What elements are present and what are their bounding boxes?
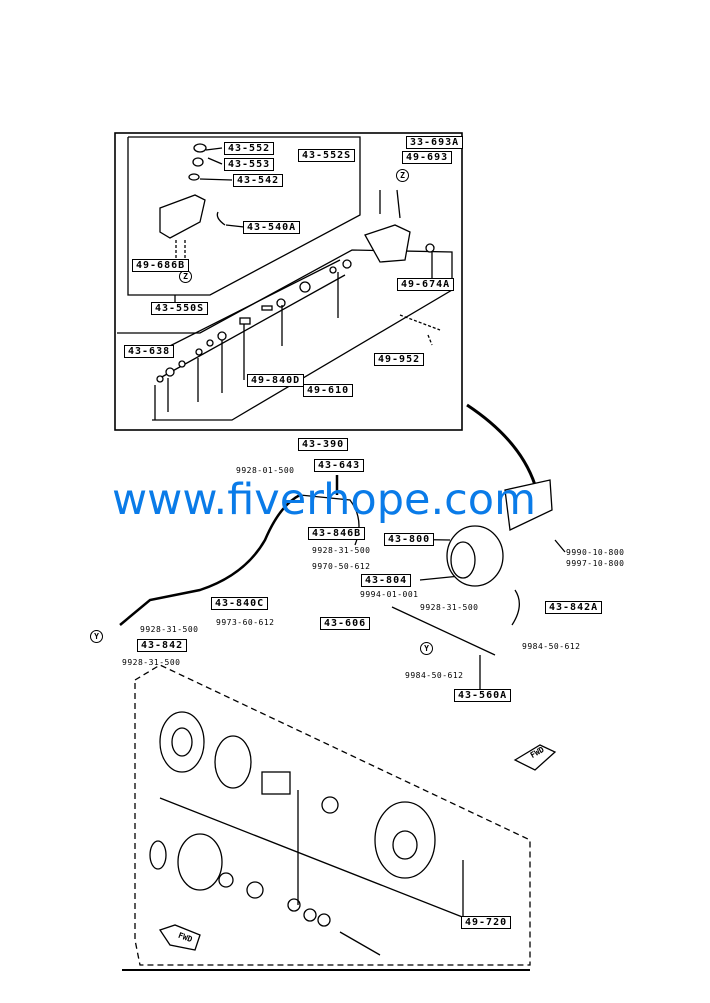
cap-icon	[193, 143, 207, 153]
cylinder-subbox	[117, 249, 453, 421]
fwd-arrow-icon	[158, 924, 201, 951]
callout-43-800[interactable]: 43-800	[384, 533, 435, 546]
callout-49-952[interactable]: 49-952	[374, 353, 425, 366]
booster-kit-region	[134, 664, 531, 966]
callout-43-552[interactable]: 43-552	[224, 142, 275, 155]
part-number: 9928-31-500	[312, 546, 371, 555]
callout-49-610[interactable]: 49-610	[303, 384, 354, 397]
watermark: www.fiverhope.com	[112, 475, 536, 525]
part-number: 9928-31-500	[420, 603, 479, 612]
callout-43-552S[interactable]: 43-552S	[298, 149, 356, 162]
callout-43-842[interactable]: 43-842	[137, 639, 188, 652]
reservoir-assembly-icon	[504, 479, 553, 531]
part-number: 9973-60-612	[216, 618, 275, 627]
part-number: 9990-10-800	[566, 548, 625, 557]
callout-43-840C[interactable]: 43-840C	[211, 597, 269, 610]
callout-43-804[interactable]: 43-804	[361, 574, 412, 587]
fwd-arrow-icon	[513, 744, 557, 771]
callout-49-686B[interactable]: 49-686B	[132, 259, 190, 272]
callout-43-540A[interactable]: 43-540A	[243, 221, 301, 234]
callout-43-390[interactable]: 43-390	[298, 438, 349, 451]
callout-49-693[interactable]: 49-693	[402, 151, 453, 164]
part-number: 9997-10-800	[566, 559, 625, 568]
callout-43-553[interactable]: 43-553	[224, 158, 275, 171]
part-number: 9984-50-612	[522, 642, 581, 651]
callout-43-643[interactable]: 43-643	[314, 459, 365, 472]
master-cylinder-box	[114, 132, 463, 431]
reservoir-icon	[159, 194, 206, 239]
callout-49-674A[interactable]: 49-674A	[397, 278, 455, 291]
y-marker: Y	[90, 630, 103, 643]
callout-43-638[interactable]: 43-638	[124, 345, 175, 358]
callout-49-840D[interactable]: 49-840D	[247, 374, 305, 387]
master-cylinder-icon	[364, 224, 411, 263]
y-marker: Y	[420, 642, 433, 655]
reservoir-subbox	[127, 136, 361, 296]
callout-43-542[interactable]: 43-542	[233, 174, 284, 187]
callout-43-550S[interactable]: 43-550S	[151, 302, 209, 315]
callout-43-842A[interactable]: 43-842A	[545, 601, 603, 614]
part-number: 9928-31-500	[140, 625, 199, 634]
callout-43-606[interactable]: 43-606	[320, 617, 371, 630]
part-number: 9928-31-500	[122, 658, 181, 667]
callout-33-693A[interactable]: 33-693A	[406, 136, 464, 149]
part-number: 9984-50-612	[405, 671, 464, 680]
callout-43-846B[interactable]: 43-846B	[308, 527, 366, 540]
callout-43-560A[interactable]: 43-560A	[454, 689, 512, 702]
callout-49-720[interactable]: 49-720	[461, 916, 512, 929]
part-number: 9970-50-612	[312, 562, 371, 571]
part-number: 9994-01-001	[360, 590, 419, 599]
z-marker: Z	[396, 169, 409, 182]
part-number: 9928-01-500	[236, 466, 295, 475]
